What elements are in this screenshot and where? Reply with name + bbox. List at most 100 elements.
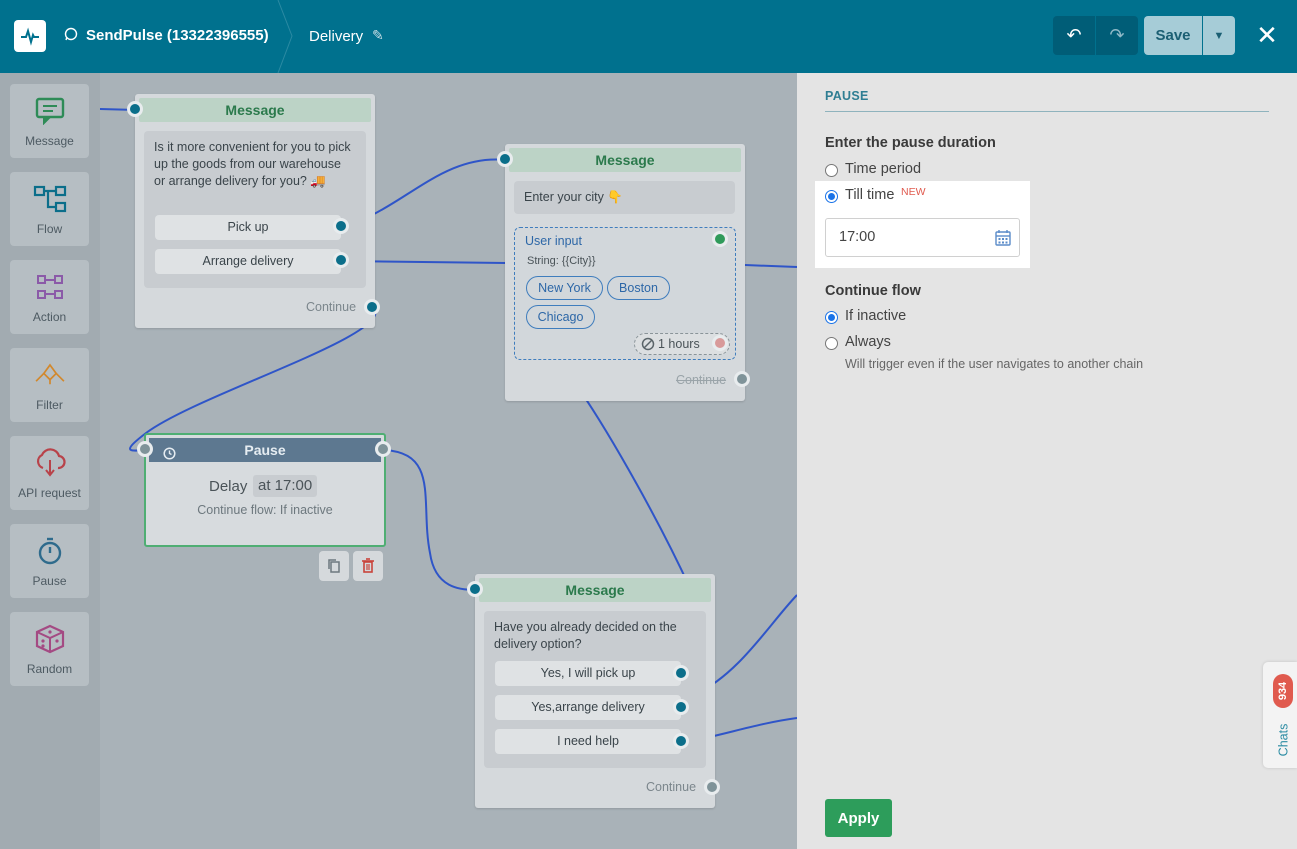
chats-tab[interactable]: 934 Chats <box>1263 662 1297 768</box>
trash-icon <box>362 558 374 573</box>
output-connector[interactable] <box>333 252 349 268</box>
toolbar-item-filter[interactable]: Filter <box>10 348 89 422</box>
input-connector[interactable] <box>467 581 483 597</box>
apply-button[interactable]: Apply <box>825 799 892 837</box>
bot-name[interactable]: SendPulse (13322396555) <box>86 27 269 44</box>
node-title: Pause <box>244 442 286 458</box>
copy-icon <box>328 559 340 573</box>
quick-reply-button[interactable]: Yes,arrange delivery <box>495 695 681 720</box>
node-title: Message <box>139 98 371 122</box>
quick-reply-button[interactable]: Arrange delivery <box>155 249 341 274</box>
panel-title: PAUSE <box>825 89 869 103</box>
message-node[interactable]: Message Is it more convenient for you to… <box>135 94 380 328</box>
toolbar-item-label: API request <box>18 486 81 500</box>
timeout-pill[interactable]: 1 hours <box>634 333 730 355</box>
top-bar: SendPulse (13322396555) Delivery ✎ ↶ ↷ S… <box>0 0 1297 73</box>
pause-node[interactable]: Pause Delay at 17:00 Continue flow: If i… <box>144 433 386 547</box>
undo-button[interactable]: ↶ <box>1053 16 1095 55</box>
duration-heading: Enter the pause duration <box>825 135 996 151</box>
panel-divider <box>825 111 1269 112</box>
app-logo-icon[interactable] <box>14 20 46 52</box>
clock-icon <box>163 443 176 467</box>
filter-icon <box>33 358 67 392</box>
user-input-block[interactable]: User input String: {{City}} New York Bos… <box>514 227 736 360</box>
message-text: Is it more convenient for you to pick up… <box>154 140 351 188</box>
new-badge: NEW <box>901 186 926 198</box>
radio-time-period[interactable] <box>825 164 838 177</box>
toolbar-item-api-request[interactable]: API request <box>10 436 89 510</box>
input-connector[interactable] <box>137 441 153 457</box>
message-node[interactable]: Message Enter your city 👇 User input Str… <box>505 144 750 401</box>
delay-label: Delay <box>209 478 248 495</box>
output-connector[interactable] <box>333 218 349 234</box>
input-connector[interactable] <box>497 151 513 167</box>
radio-always[interactable] <box>825 337 838 350</box>
pause-settings-panel: PAUSE Enter the pause duration Time peri… <box>797 73 1297 849</box>
toolbar-item-label: Action <box>32 310 67 324</box>
quick-reply-button[interactable]: Pick up <box>155 215 341 240</box>
radio-if-inactive[interactable] <box>825 311 838 324</box>
output-connector[interactable] <box>712 231 728 247</box>
delete-node-button[interactable] <box>353 551 383 581</box>
timeout-connector[interactable] <box>712 335 728 351</box>
save-dropdown-button[interactable]: ▼ <box>1203 16 1235 55</box>
random-icon <box>33 622 67 656</box>
user-input-label: User input <box>525 234 582 248</box>
message-bubble: Enter your city 👇 <box>514 181 735 214</box>
chip-option[interactable]: Chicago <box>526 305 595 329</box>
toolbar-item-message[interactable]: Message <box>10 84 89 158</box>
flow-name[interactable]: Delivery <box>309 28 364 45</box>
element-toolbar: Message Flow Action Filter API request P… <box>0 73 100 849</box>
toolbar-item-random[interactable]: Random <box>10 612 89 686</box>
message-text: Enter your city 👇 <box>524 190 623 204</box>
output-connector[interactable] <box>673 699 689 715</box>
till-time-input[interactable]: 17:00 <box>825 218 1020 257</box>
output-connector[interactable] <box>704 779 720 795</box>
radio-always-label[interactable]: Always <box>845 334 891 350</box>
radio-till-time[interactable] <box>825 190 838 203</box>
radio-till-time-label[interactable]: Till time <box>845 187 895 203</box>
edit-pencil-icon[interactable]: ✎ <box>372 27 384 43</box>
user-input-type: String: {{City}} <box>527 255 596 267</box>
toolbar-item-pause[interactable]: Pause <box>10 524 89 598</box>
input-connector[interactable] <box>127 101 143 117</box>
quick-reply-button[interactable]: I need help <box>495 729 681 754</box>
flow-canvas[interactable]: Message Is it more convenient for you to… <box>100 73 797 849</box>
time-value: 17:00 <box>839 229 876 245</box>
action-icon <box>33 270 67 304</box>
flow-icon <box>33 182 67 216</box>
output-connector[interactable] <box>734 371 750 387</box>
output-connector[interactable] <box>673 733 689 749</box>
message-icon <box>33 94 67 128</box>
message-bubble: Have you already decided on the delivery… <box>484 611 706 768</box>
quick-reply-button[interactable]: Yes, I will pick up <box>495 661 681 686</box>
delay-value: at 17:00 <box>253 475 318 497</box>
breadcrumb-separator <box>277 0 293 73</box>
toolbar-item-label: Flow <box>36 222 63 236</box>
redo-button[interactable]: ↷ <box>1096 16 1138 55</box>
always-hint: Will trigger even if the user navigates … <box>845 357 1144 371</box>
close-button[interactable]: ✕ <box>1256 19 1278 50</box>
output-connector[interactable] <box>364 299 380 315</box>
output-connector[interactable] <box>673 665 689 681</box>
radio-if-inactive-label[interactable]: If inactive <box>845 308 907 324</box>
toolbar-item-action[interactable]: Action <box>10 260 89 334</box>
continue-flow-label: Continue flow: If inactive <box>197 503 333 517</box>
timeout-label: 1 hours <box>658 337 700 351</box>
radio-time-period-label[interactable]: Time period <box>845 161 922 177</box>
calendar-icon[interactable] <box>995 229 1011 251</box>
continue-label: Continue <box>676 373 727 387</box>
toolbar-item-label: Message <box>25 134 74 148</box>
toolbar-item-flow[interactable]: Flow <box>10 172 89 246</box>
chip-option[interactable]: New York <box>526 276 603 300</box>
toolbar-item-label: Filter <box>36 398 63 412</box>
message-node[interactable]: Message Have you already decided on the … <box>475 574 720 808</box>
copy-node-button[interactable] <box>319 551 349 581</box>
pause-icon <box>33 534 67 568</box>
whatsapp-icon <box>64 27 78 44</box>
chats-count: 934 <box>1276 681 1289 701</box>
output-connector[interactable] <box>375 441 391 457</box>
node-title: Message <box>479 578 711 602</box>
save-button[interactable]: Save <box>1144 16 1202 55</box>
chip-option[interactable]: Boston <box>607 276 670 300</box>
